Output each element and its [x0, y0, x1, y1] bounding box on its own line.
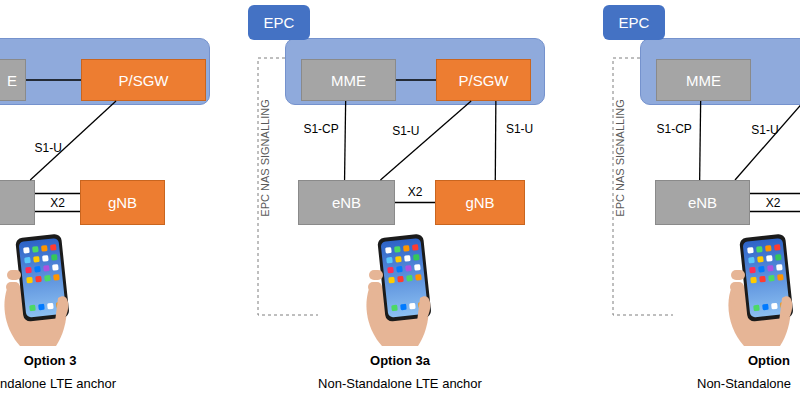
caption-text: Option 3a — [370, 353, 430, 368]
signalling-label: EPC NAS SIGNALLING — [614, 99, 626, 216]
signalling-label: EPC NAS SIGNALLING — [259, 99, 271, 216]
node-label: P/SGW — [118, 72, 168, 89]
interface-line — [35, 211, 80, 212]
caption-text: Option 3 — [24, 353, 77, 368]
lte-node-box: eNB — [655, 180, 750, 225]
core-tab-label: EPC — [603, 5, 665, 40]
node-label: gNB — [465, 194, 494, 211]
interface-label: S1-U — [392, 124, 419, 138]
phone-illustration — [728, 234, 793, 346]
interface-line — [700, 101, 701, 180]
nr-node-box: gNB — [435, 180, 525, 225]
node-label: gNB — [108, 194, 137, 211]
interface-label: S1-CP — [303, 122, 338, 136]
nr-node-box: P/SGW — [436, 59, 531, 101]
phone-illustration — [4, 234, 69, 346]
core-tab-label: EPC — [248, 5, 310, 40]
lte-node-box: MME — [301, 59, 396, 101]
node-label: eNB — [332, 194, 361, 211]
interface-line — [750, 211, 800, 212]
caption-text: ndalone LTE anchor — [0, 376, 116, 391]
interface-line — [750, 193, 800, 194]
interface-line — [345, 101, 346, 180]
interface-line — [30, 101, 116, 180]
interface-line — [395, 202, 435, 203]
interface-line — [380, 101, 471, 180]
caption-text: S1-U — [751, 123, 778, 137]
node-label: MME — [686, 72, 721, 89]
node-label: MME — [331, 72, 366, 89]
caption-text: X2 — [766, 196, 781, 210]
interface-label: S1-U — [506, 122, 533, 136]
lte-node-box: eNB — [298, 180, 395, 225]
interface-line — [35, 193, 80, 194]
caption-text: Non-Standalone LTE anchor — [318, 376, 482, 391]
lte-node-box: E — [0, 59, 26, 101]
interface-label: X2 — [50, 196, 65, 210]
interface-label: S1-CP — [656, 122, 691, 136]
core-network-box: E P/SGW — [0, 38, 210, 105]
caption-text: Option — [748, 353, 790, 368]
lte-node-box — [0, 180, 35, 225]
node-label: E — [7, 72, 17, 89]
lte-node-box: MME — [656, 59, 751, 101]
core-network-box: EPCMMEP/SGW — [285, 38, 545, 105]
node-label: eNB — [688, 194, 717, 211]
nr-node-box: gNB — [80, 180, 165, 225]
node-label: P/SGW — [458, 72, 508, 89]
interface-line — [495, 101, 497, 180]
interface-label: X2 — [408, 185, 423, 199]
nr-node-box: P/SGW — [81, 59, 206, 101]
caption-text: Non-Standalone — [697, 376, 791, 391]
interface-line — [735, 100, 800, 180]
interface-label: S1-U — [34, 141, 61, 155]
phone-illustration — [366, 234, 431, 346]
core-network-box: EPCMME — [640, 38, 800, 105]
